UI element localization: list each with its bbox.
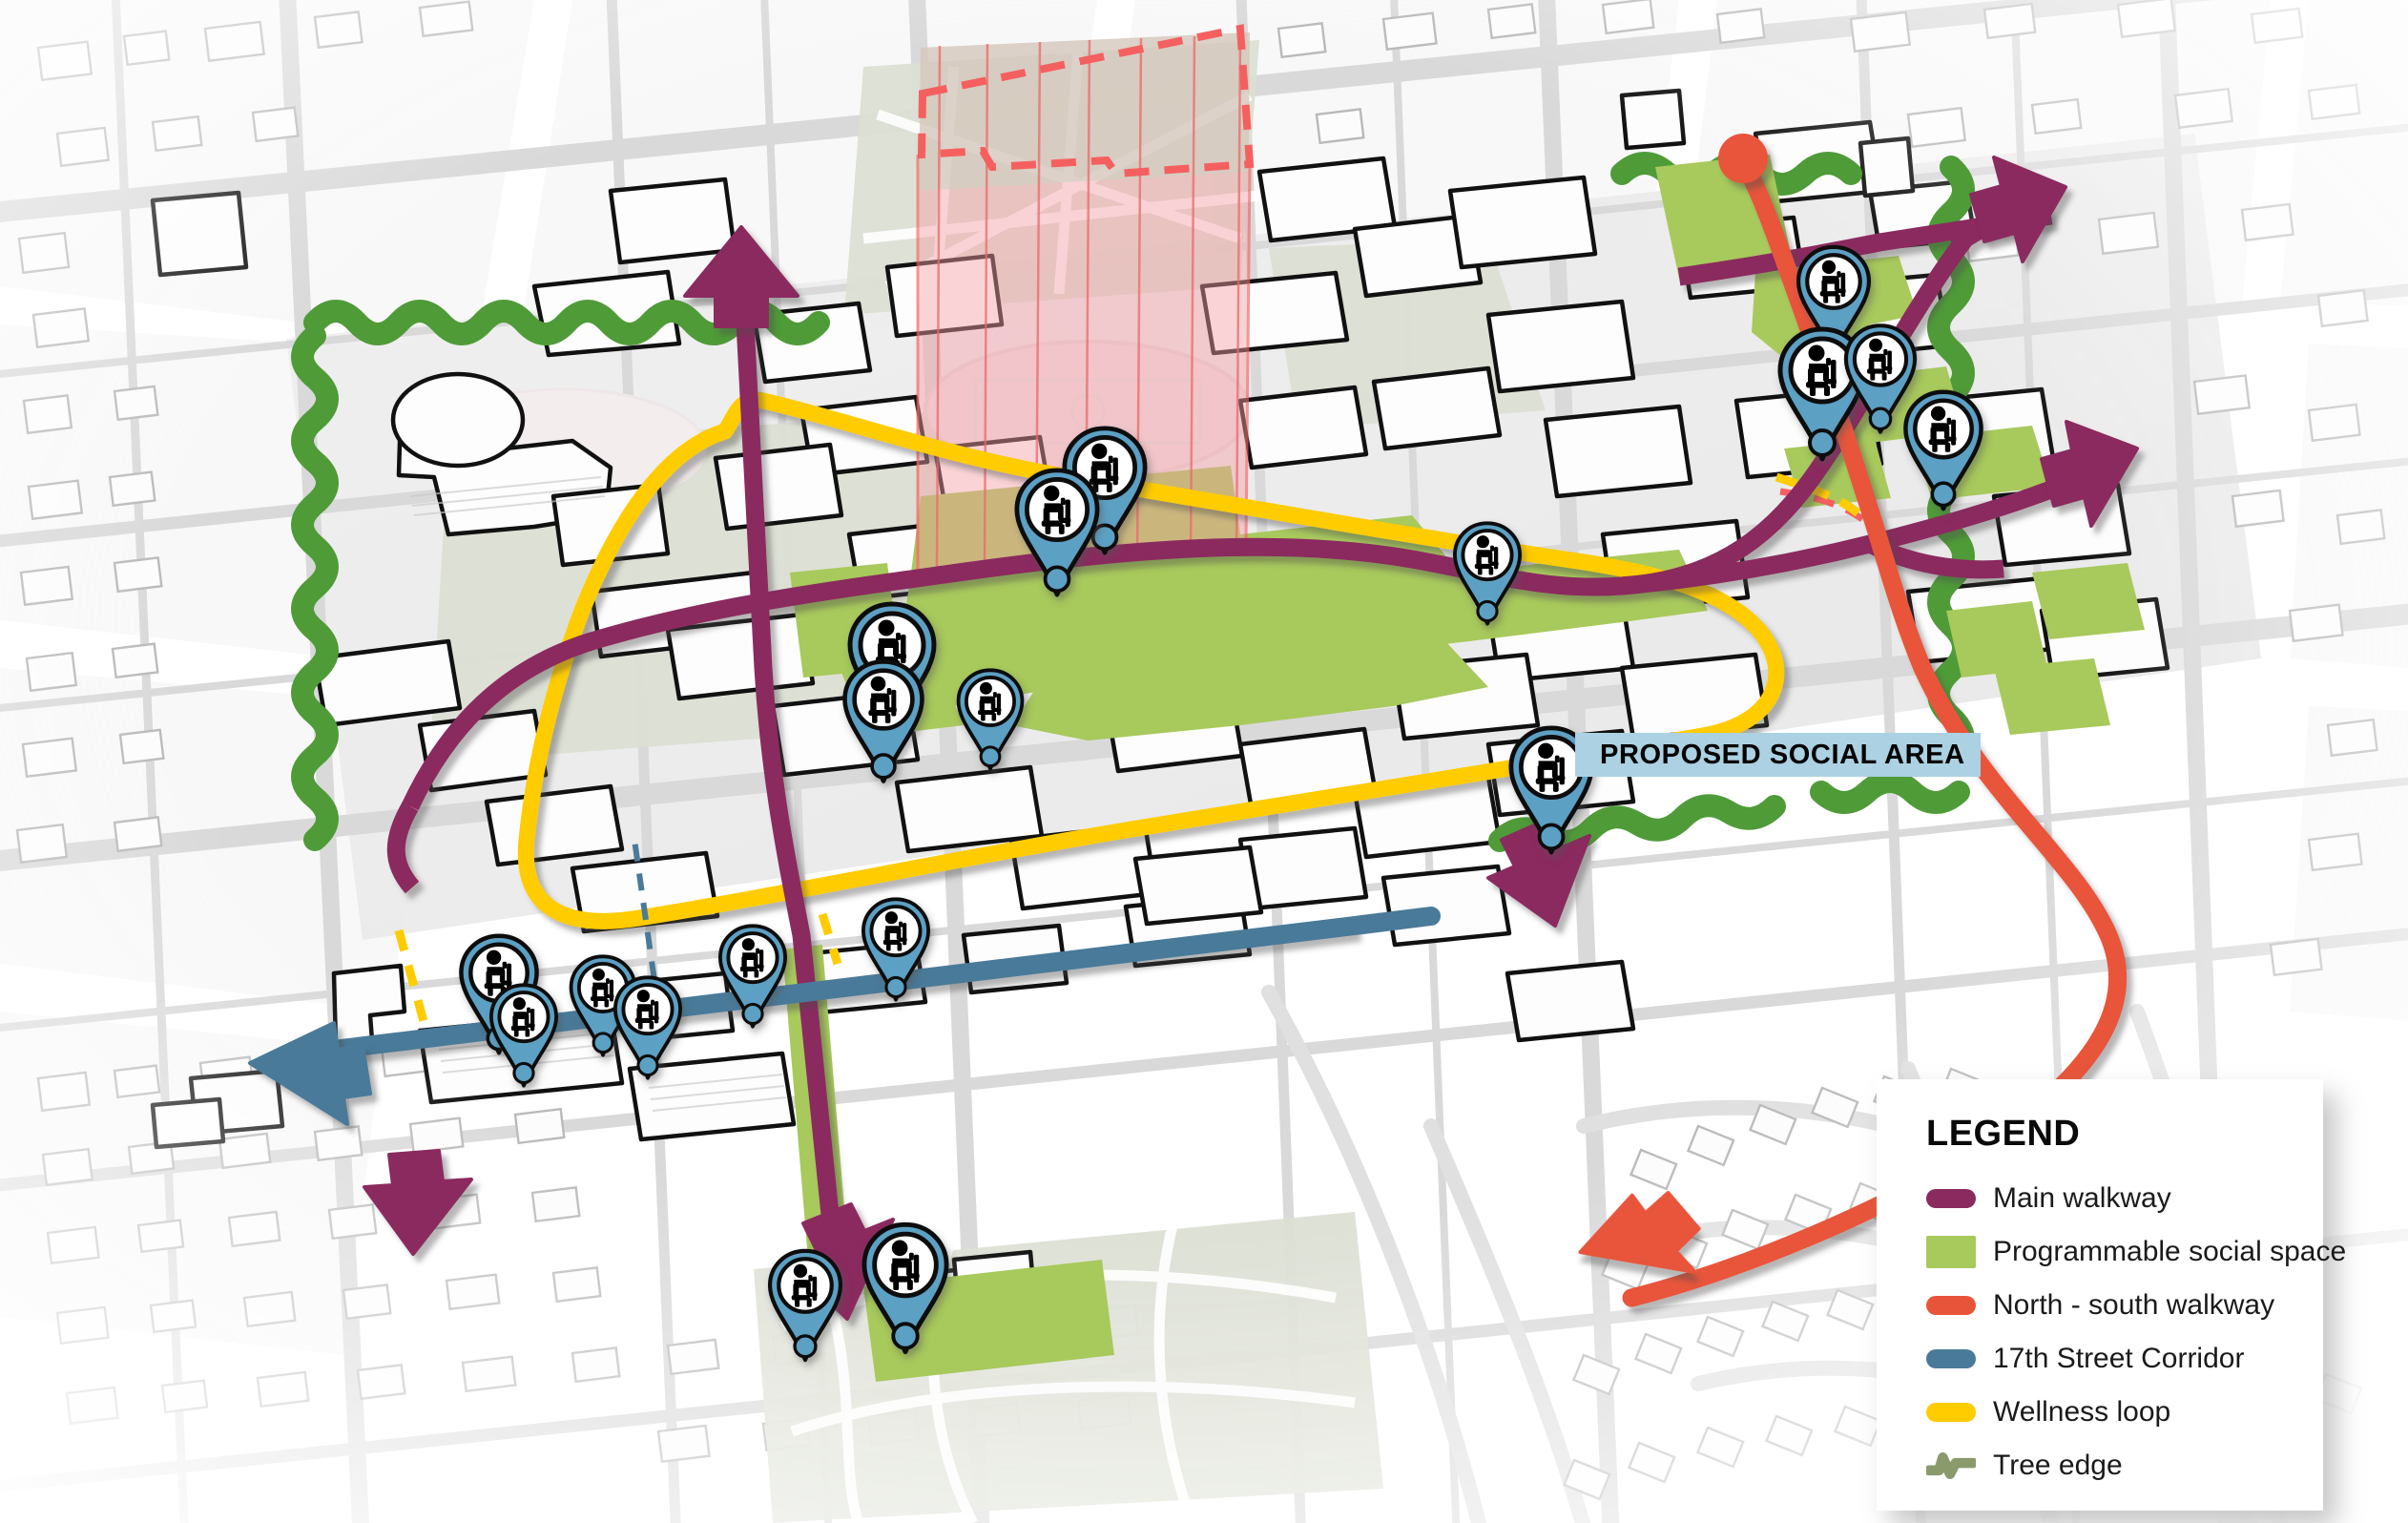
legend-item-tree-edge: Tree edge — [1926, 1439, 2323, 1492]
legend-item-main-walkway: Main walkway — [1926, 1172, 2323, 1225]
building-shading — [409, 476, 787, 1112]
north-south-walkway-arrowhead — [1578, 1191, 1701, 1275]
legend-swatch-programmable-social-space — [1926, 1236, 1976, 1268]
legend-title: LEGEND — [1926, 1114, 2081, 1154]
wellness-loop-dashed-spur-3 — [1775, 472, 1864, 519]
legend-item-17th-street-corridor: 17th Street Corridor — [1926, 1332, 2323, 1386]
seventeenth-street-corridor-layer — [248, 907, 1441, 1126]
legend-label-north-south-walkway: North - south walkway — [1993, 1289, 2275, 1321]
legend-swatch-17th-street-corridor — [1926, 1348, 1976, 1369]
legend-swatch-north-south-walkway — [1926, 1295, 1976, 1316]
legend-item-wellness-loop: Wellness loop — [1926, 1386, 2323, 1439]
wellness-loop-dashed-spur-2 — [818, 912, 842, 966]
legend-item-north-south-walkway: North - south walkway — [1926, 1279, 2323, 1332]
legend-label-tree-edge: Tree edge — [1993, 1450, 2123, 1481]
legend-label-main-walkway: Main walkway — [1993, 1182, 2171, 1214]
proposed-social-area-callout: PROPOSED SOCIAL AREA — [1575, 733, 1981, 777]
legend-label-wellness-loop: Wellness loop — [1993, 1396, 2171, 1428]
main-walkway-arrowheads — [363, 156, 2139, 1321]
north-south-walkway-origin — [1718, 134, 1768, 183]
legend-swatch-tree-edge — [1926, 1452, 1976, 1479]
wellness-loop-dashed-spur — [394, 928, 432, 1037]
tree-edge-squiggle-icon — [1926, 1452, 1976, 1479]
study-area-overlay — [916, 24, 1865, 573]
legend-swatch-main-walkway — [1926, 1188, 1976, 1209]
legend-panel: LEGEND Main walkway Programmable social … — [1877, 1079, 2346, 1511]
legend-label-17th-street-corridor: 17th Street Corridor — [1993, 1343, 2245, 1374]
legend-label-programmable-social-space: Programmable social space — [1993, 1236, 2347, 1267]
legend-item-programmable-social-space: Programmable social space — [1926, 1225, 2346, 1279]
legend-swatch-wellness-loop — [1926, 1402, 1976, 1423]
proposed-social-area-label: PROPOSED SOCIAL AREA — [1600, 739, 1965, 770]
